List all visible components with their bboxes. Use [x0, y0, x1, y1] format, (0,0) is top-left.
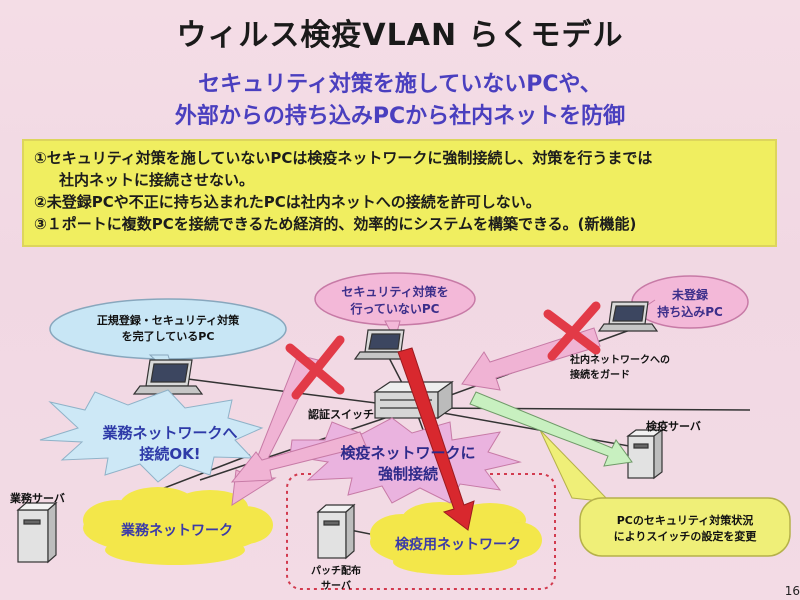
- callout-switch-setting: [539, 429, 791, 557]
- block-cross-icon: [285, 335, 345, 400]
- note-3: ③１ポートに複数PCを接続できるため経済的、効率的にシステムを構築できる。(新機…: [34, 215, 637, 233]
- business-server-label: 業務サーバ: [10, 492, 65, 505]
- block-cross-icon: [543, 301, 601, 361]
- subtitle-line-2: 外部からの持ち込みPCから社内ネットを防御: [174, 104, 626, 129]
- page-number: 16: [784, 584, 800, 598]
- callout-unregistered-line2: 持ち込みPC: [657, 305, 723, 319]
- patch-server-label: パッチ配布 サーバ: [306, 562, 366, 592]
- quarantine-network-label: 検疫用ネットワーク: [395, 537, 521, 553]
- burst-quarantine-line1: 検疫ネットワークに: [340, 444, 476, 462]
- switch-setting-line1: PCのセキュリティ対策状況: [616, 514, 754, 527]
- business-network-cloud: [83, 487, 273, 565]
- arrow-switch-to-business: [230, 431, 367, 483]
- callout-registered-line1: 正規登録・セキュリティ対策: [96, 314, 240, 327]
- patch-server-icon: [316, 503, 356, 560]
- callout-unsecured-text: セキュリティ対策を 行っていないPC: [330, 283, 460, 317]
- callout-registered-line2: を完了しているPC: [121, 330, 215, 343]
- quarantine-server-icon: [626, 428, 664, 480]
- callout-registered-text: 正規登録・セキュリティ対策 を完了しているPC: [78, 312, 258, 344]
- guard-label-line2: 接続をガード: [570, 370, 630, 381]
- patch-server-line2: サーバ: [321, 581, 351, 592]
- callout-unsecured-line2: 行っていないPC: [350, 302, 440, 316]
- arrow-to-quarantine: [397, 347, 475, 531]
- callout-unsecured-pc: [314, 272, 476, 342]
- laptop-icon: [353, 329, 415, 360]
- arrow-quarantine-server: [469, 391, 633, 467]
- laptop-icon: [132, 359, 204, 395]
- subtitle-line-1: セキュリティ対策を施していないPCや、: [198, 72, 602, 97]
- burst-business-line1: 業務ネットワークへ: [102, 424, 238, 442]
- callout-unsecured-line1: セキュリティ対策を: [341, 285, 449, 299]
- note-2: ②未登録PCや不正に持ち込まれたPCは社内ネットへの接続を許可しない。: [34, 193, 541, 211]
- callout-unregistered-text: 未登録 持ち込みPC: [645, 286, 735, 320]
- callout-unregistered-line1: 未登録: [671, 288, 708, 302]
- burst-quarantine-line2: 強制接続: [377, 465, 438, 483]
- note-1: ①セキュリティ対策を施していないPCは検疫ネットワークに強制接続し、対策を行うま…: [34, 149, 653, 167]
- switch-setting-line2: によりスイッチの設定を変更: [613, 530, 757, 543]
- quarantine-network-cloud: [370, 502, 542, 575]
- burst-business-line2: 接続OK!: [139, 445, 201, 463]
- callout-switch-setting-text: PCのセキュリティ対策状況 によりスイッチの設定を変更: [582, 512, 788, 544]
- quarantine-server-label: 検疫サーバ: [646, 420, 701, 433]
- note-1-cont: 社内ネットに接続させない。: [59, 171, 255, 189]
- burst-quarantine-text: 検疫ネットワークに 強制接続: [318, 442, 498, 484]
- auth-switch-label: 認証スイッチ: [308, 408, 374, 421]
- business-network-label: 業務ネットワーク: [121, 523, 233, 539]
- guard-label-line1: 社内ネットワークへの: [570, 355, 670, 366]
- business-burst: [39, 389, 264, 483]
- guard-label: 社内ネットワークへの 接続をガード: [570, 351, 670, 381]
- burst-business-text: 業務ネットワークへ 接続OK!: [80, 422, 260, 464]
- page-title: ウィルス検疫VLAN らくモデル: [176, 18, 624, 53]
- laptop-icon: [597, 301, 659, 332]
- patch-server-line1: パッチ配布: [311, 566, 361, 577]
- notes-box: ①セキュリティ対策を施していないPCは検疫ネットワークに強制接続し、対策を行うま…: [22, 139, 777, 247]
- business-server-icon: [16, 501, 58, 564]
